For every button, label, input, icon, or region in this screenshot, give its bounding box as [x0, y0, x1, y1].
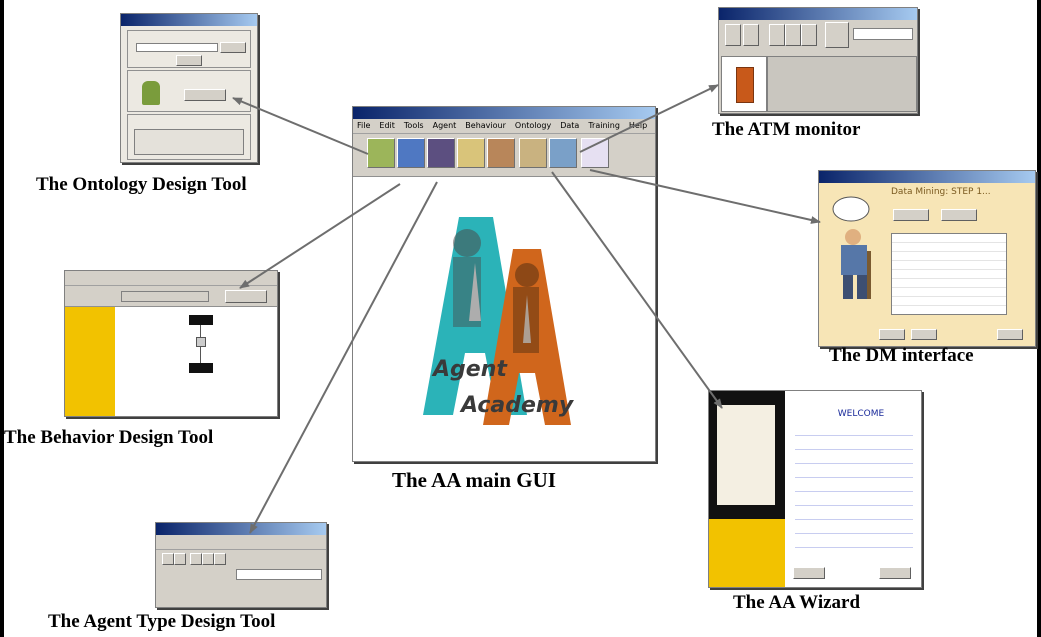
atm-agent-list [721, 56, 767, 112]
caption-behavior-design-tool: The Behavior Design Tool [4, 427, 214, 448]
caption-aa-wizard: The AA Wizard [733, 592, 861, 613]
behavior-toolbar [65, 286, 277, 307]
behavior-select[interactable] [121, 291, 209, 302]
agent-type-tool-4[interactable] [202, 553, 214, 565]
wizard-illustration [717, 405, 775, 505]
agent-type-tool-3[interactable] [190, 553, 202, 565]
menu-data[interactable]: Data [560, 121, 580, 130]
aa-main-menubar: File Edit Tools Agent Behaviour Ontology Data T… [353, 119, 655, 134]
atm-view-area [767, 56, 917, 112]
dm-import-button[interactable] [941, 209, 977, 221]
menu-ontology[interactable]: Ontology [514, 121, 552, 130]
menu-help[interactable]: Help [628, 121, 648, 130]
ontology-tool-button[interactable] [367, 138, 395, 168]
wizard-tool-button[interactable] [519, 138, 547, 168]
aa-main-title-bar [353, 107, 655, 119]
atm-agent-icon [736, 67, 754, 103]
behavior-node-top[interactable] [189, 315, 213, 325]
wizard-image-panel [709, 391, 785, 519]
caption-dm-interface: The DM interface [829, 345, 974, 366]
aa-logo [423, 217, 571, 425]
dm-back-button[interactable] [879, 329, 905, 340]
caption-aa-main-gui: The AA main GUI [392, 468, 556, 492]
ontology-designer-icon [142, 81, 160, 105]
ontology-path-field[interactable] [136, 43, 218, 52]
aa-logo-text-agent: Agent [433, 357, 507, 382]
menu-edit[interactable]: Edit [379, 121, 395, 130]
caption-agent-type-design-tool: The Agent Type Design Tool [48, 611, 276, 632]
aa-wizard-window: WELCOME [708, 390, 922, 588]
atm-tool-button[interactable] [549, 138, 577, 168]
arrow-to-dm-interface [589, 169, 821, 224]
dm-data-table[interactable] [891, 233, 1007, 315]
atm-tool-button-3[interactable] [769, 24, 785, 46]
behavior-node-bottom[interactable] [189, 363, 213, 373]
wizard-content [795, 425, 913, 553]
agent-type-tool-5[interactable] [214, 553, 226, 565]
arrow-to-agent-type-tool [249, 181, 438, 534]
atm-tool-button-5[interactable] [801, 24, 817, 46]
ontology-load-panel [127, 30, 251, 68]
behavior-menubar [65, 271, 277, 286]
menu-file[interactable]: File [357, 121, 371, 130]
arrow-to-behavior-tool [239, 183, 401, 289]
behaviour-tool-button[interactable] [397, 138, 425, 168]
wizard-yellow-panel [709, 519, 785, 587]
menu-agent[interactable]: Agent [432, 121, 457, 130]
atm-title-bar [719, 8, 917, 20]
behavior-tool-window [64, 270, 278, 417]
agent-type-tool-1[interactable] [162, 553, 174, 565]
atm-tool-button-2[interactable] [743, 24, 759, 46]
ontology-open-button[interactable] [184, 89, 226, 101]
dm-tool-button[interactable] [581, 138, 609, 168]
ontology-messages-panel [127, 114, 251, 160]
dm-load-button[interactable] [893, 209, 929, 221]
arrow-to-ontology-tool [232, 97, 369, 155]
agents-tool-button[interactable] [487, 138, 515, 168]
wizard-next-button[interactable] [879, 567, 911, 579]
ontology-design-panel [127, 70, 251, 112]
agent-type-tool-window [155, 522, 327, 608]
left-border [0, 0, 4, 637]
aa-main-toolbar [353, 134, 655, 177]
agent-type-tool-button[interactable] [427, 138, 455, 168]
agent-type-menubar [156, 535, 326, 550]
aa-logo-text-academy: Academy [461, 393, 574, 418]
ontology-tool-window [120, 13, 258, 163]
wizard-heading: WELCOME [837, 409, 885, 419]
atm-monitor-window [718, 7, 918, 114]
agent-type-tool-2[interactable] [174, 553, 186, 565]
dm-next-button[interactable] [911, 329, 937, 340]
arrow-to-atm-monitor [579, 84, 719, 153]
document-tool-button[interactable] [457, 138, 485, 168]
menu-training[interactable]: Training [588, 121, 620, 130]
ontology-load-button[interactable] [176, 55, 202, 66]
dm-miner-figure [832, 196, 871, 299]
atm-tool-button-6[interactable] [825, 22, 849, 48]
right-border [1037, 0, 1041, 637]
dm-cancel-button[interactable] [997, 329, 1023, 340]
atm-select[interactable] [853, 28, 913, 40]
atm-tool-button-1[interactable] [725, 24, 741, 46]
behavior-apply-button[interactable] [225, 290, 267, 303]
dm-heading: Data Mining: STEP 1... [891, 187, 991, 197]
menu-tools[interactable]: Tools [403, 121, 424, 130]
behavior-sidebar [65, 307, 115, 416]
ontology-browse-button[interactable] [220, 42, 246, 53]
caption-ontology-design-tool: The Ontology Design Tool [36, 174, 247, 195]
caption-atm-monitor: The ATM monitor [712, 119, 861, 140]
dm-interface-window: Data Mining: STEP 1... [818, 170, 1036, 347]
dm-title-bar [819, 171, 1035, 183]
arrow-to-aa-wizard [551, 171, 723, 409]
agent-type-title-bar [156, 523, 326, 535]
behavior-node-mid[interactable] [196, 337, 206, 347]
ontology-title-bar [121, 14, 257, 26]
ontology-messages-area [134, 129, 244, 155]
atm-tool-button-4[interactable] [785, 24, 801, 46]
menu-behaviour[interactable]: Behaviour [465, 121, 506, 130]
agent-type-select[interactable] [236, 569, 322, 580]
wizard-back-button[interactable] [793, 567, 825, 579]
